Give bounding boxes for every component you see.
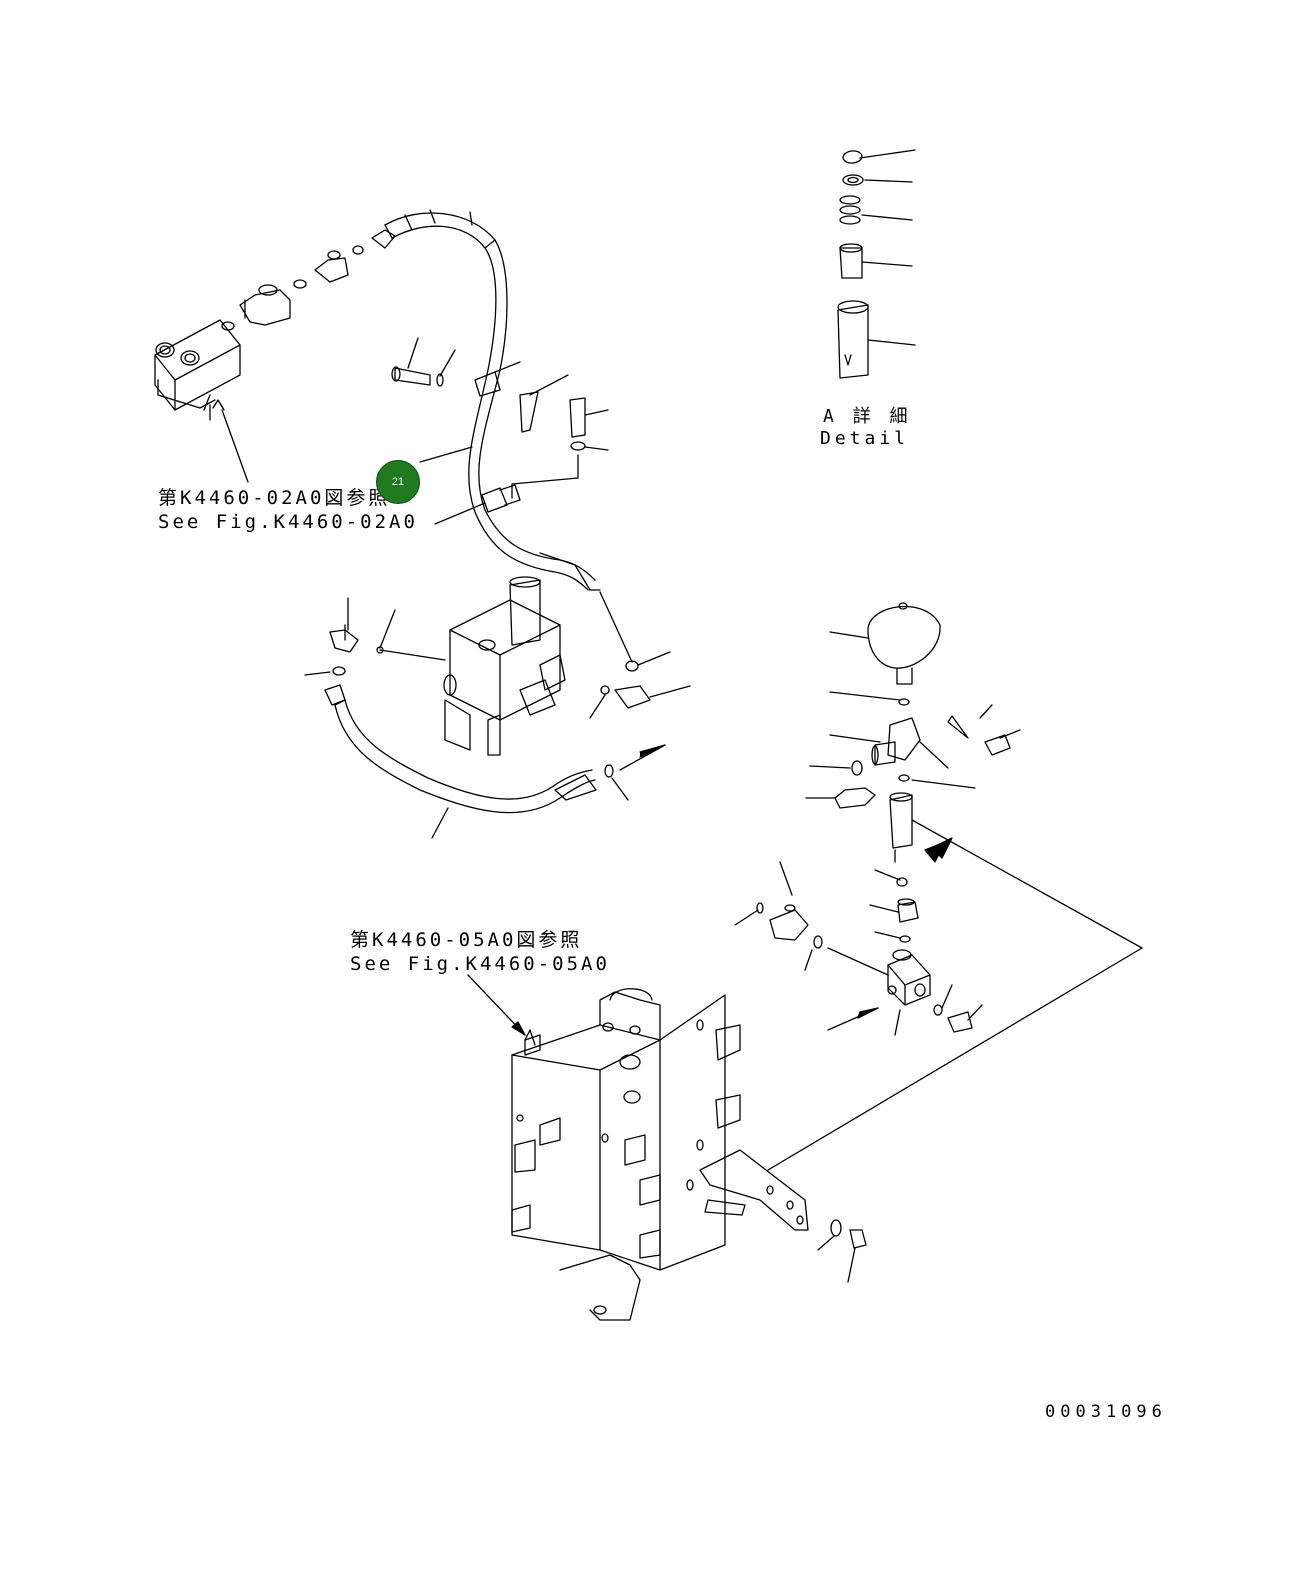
callout-badge[interactable]: 21 xyxy=(376,460,420,504)
detail-a-label: A 詳 細 Detail xyxy=(820,402,912,449)
ref-arrow-upper xyxy=(204,395,224,410)
detail-a-label-jp: A 詳 細 xyxy=(823,406,912,427)
reference-note-lower-en: See Fig.K4460-05A0 xyxy=(350,953,610,975)
figure-number: 00031096 xyxy=(1045,1402,1167,1422)
side-fittings xyxy=(735,862,822,970)
reference-note-lower-jp: 第K4460-05A0図参照 xyxy=(350,929,583,951)
reference-note-lower: 第K4460-05A0図参照 See Fig.K4460-05A0 xyxy=(350,928,610,976)
u-pipe-and-cartridge xyxy=(806,761,952,886)
upper-hose xyxy=(385,210,600,590)
tee-fitting xyxy=(830,705,1020,788)
detail-a-components xyxy=(838,150,915,378)
support-arm xyxy=(700,1150,866,1282)
reference-note-upper-en: See Fig.K4460-02A0 xyxy=(158,511,418,533)
manifold-block xyxy=(155,320,240,420)
ref-arrow-lower xyxy=(468,975,535,1045)
bolts-upper xyxy=(392,367,585,450)
leader-lines-upper xyxy=(222,338,608,524)
right-elbow-fitting xyxy=(601,661,650,708)
reference-note-upper-jp: 第K4460-02A0図参照 xyxy=(158,487,391,509)
detail-lines xyxy=(768,820,1142,1170)
lower-hose xyxy=(335,700,596,838)
lower-fittings xyxy=(828,899,982,1035)
mounting-bracket xyxy=(512,989,740,1320)
reference-note-upper: 第K4460-02A0図参照 See Fig.K4460-02A0 xyxy=(158,486,418,534)
adapter-fittings xyxy=(222,230,395,330)
detail-a-label-en: Detail xyxy=(820,428,910,449)
hose-clamps xyxy=(475,372,520,512)
accumulator xyxy=(830,603,940,705)
leader-lines-middle xyxy=(305,592,690,800)
valve-block xyxy=(444,577,565,755)
